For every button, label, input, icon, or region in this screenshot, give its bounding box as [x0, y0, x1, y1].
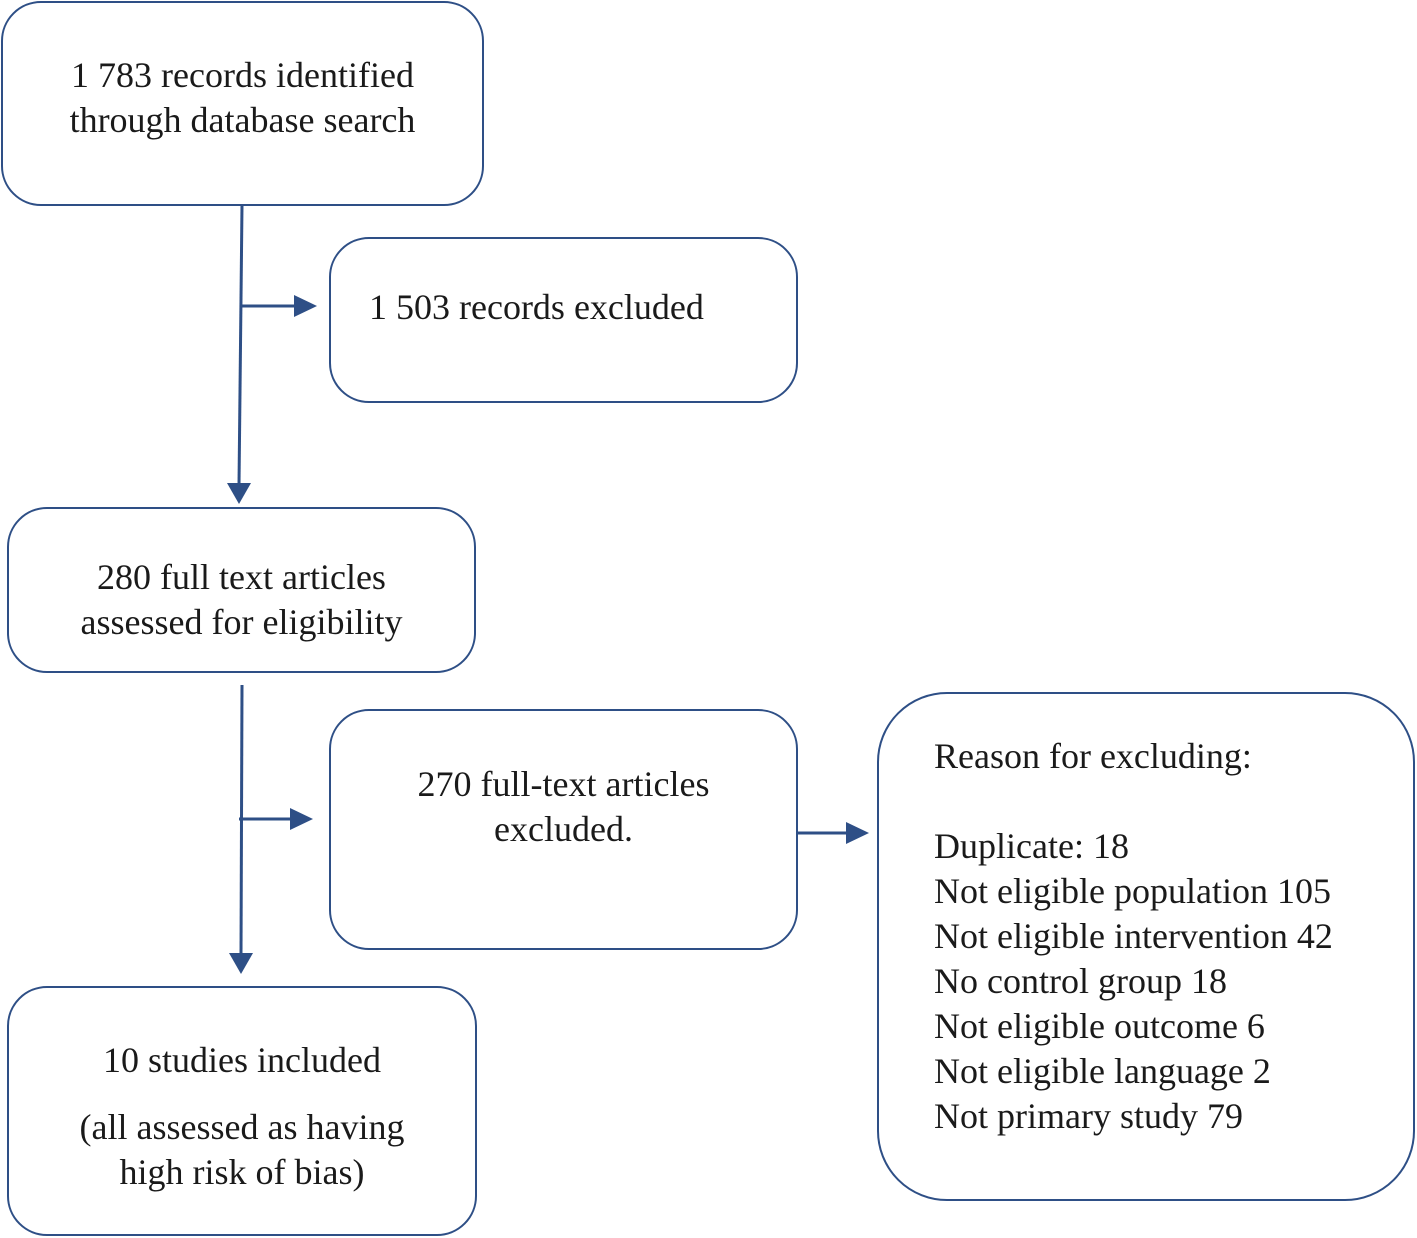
exclusion-reason-item: No control group 18: [934, 961, 1227, 1001]
arrowhead-assessed-to-included: [229, 953, 253, 974]
arrow-identified-to-assessed: [237, 204, 244, 486]
exclusion-reason-item: Not eligible language 2: [934, 1051, 1271, 1091]
records-identified-line-1: 1 783 records identified: [71, 55, 414, 95]
exclusion-reasons-list: Duplicate: 18 Not eligible population 10…: [934, 824, 1333, 1139]
arrowhead-to-reasons: [846, 822, 869, 844]
studies-included-line-2: (all assessed as having: [79, 1107, 405, 1147]
fulltext-excluded-line-1: 270 full-text articles: [417, 764, 710, 804]
fulltext-assessed-box: 280 full text articles assessed for elig…: [7, 507, 476, 673]
records-identified-box: 1 783 records identified through databas…: [1, 1, 484, 206]
fulltext-assessed-line-1: 280 full text articles: [97, 557, 386, 597]
arrowhead-to-records-excluded: [294, 295, 317, 317]
arrowhead-identified-to-assessed: [227, 483, 251, 504]
studies-included-line-3: high risk of bias): [119, 1152, 365, 1192]
fulltext-excluded-line-2: excluded.: [494, 809, 633, 849]
records-identified-line-2: through database search: [69, 100, 416, 140]
exclusion-reason-item: Not primary study 79: [934, 1096, 1243, 1136]
exclusion-reason-item: Not eligible outcome 6: [934, 1006, 1265, 1046]
exclusion-reason-item: Not eligible population 105: [934, 871, 1331, 911]
studies-included-line-1: 10 studies included: [103, 1040, 381, 1080]
exclusion-reasons-box: Reason for excluding: Duplicate: 18 Not …: [877, 692, 1415, 1201]
exclusion-reason-item: Duplicate: 18: [934, 826, 1129, 866]
records-excluded-line-1: 1 503 records excluded: [369, 287, 704, 327]
studies-included-box: 10 studies included (all assessed as hav…: [7, 986, 477, 1236]
exclusion-reason-item: Not eligible intervention 42: [934, 916, 1333, 956]
records-excluded-box: 1 503 records excluded: [329, 237, 798, 403]
fulltext-assessed-line-2: assessed for eligibility: [80, 602, 403, 642]
exclusion-reasons-heading: Reason for excluding:: [934, 736, 1252, 776]
fulltext-excluded-box: 270 full-text articles excluded.: [329, 709, 798, 950]
arrowhead-to-fulltext-excluded: [290, 808, 313, 830]
